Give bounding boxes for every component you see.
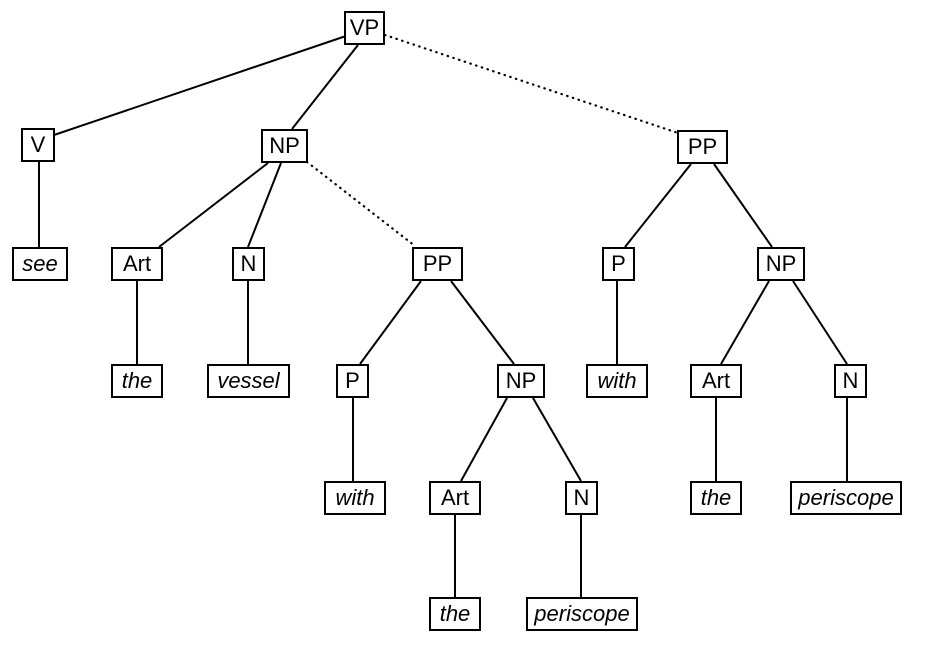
tree-node-the1: the <box>111 364 163 398</box>
tree-edge-pp_mid-to-np_mid <box>450 280 515 365</box>
tree-node-see: see <box>12 247 68 281</box>
tree-node-art_m: Art <box>429 481 481 515</box>
tree-edge-np_right-to-art_r <box>720 280 770 365</box>
tree-node-n1: N <box>232 247 265 281</box>
tree-edge-pp_right-to-np_right <box>713 163 773 248</box>
tree-edge-np1-to-art1 <box>158 162 269 248</box>
tree-edge-vp-to-v <box>53 35 347 136</box>
tree-node-n_r: N <box>834 364 867 398</box>
tree-edge-pp_right-to-p_right <box>624 163 692 248</box>
tree-node-the_r: the <box>690 481 742 515</box>
tree-node-pp_mid: PP <box>412 247 463 281</box>
tree-edge-pp_mid-to-p_mid <box>359 280 422 365</box>
tree-node-p_mid: P <box>336 364 369 398</box>
tree-node-pp_right: PP <box>677 130 728 164</box>
tree-node-p_right: P <box>602 247 635 281</box>
tree-edge-vp-to-np1 <box>291 44 359 130</box>
tree-node-n_m: N <box>565 481 598 515</box>
tree-node-v: V <box>21 128 55 162</box>
tree-edge-np1-to-pp_mid <box>305 160 417 248</box>
tree-edge-np1-to-n1 <box>247 162 282 248</box>
tree-edge-np_mid-to-art_m <box>460 397 508 482</box>
tree-node-peri_r: periscope <box>790 481 902 515</box>
tree-edge-vp-to-pp_right <box>383 33 680 135</box>
tree-node-with_m: with <box>324 481 386 515</box>
tree-node-peri_m: periscope <box>526 597 638 631</box>
tree-node-the_m: the <box>429 597 481 631</box>
tree-node-np_mid: NP <box>497 364 545 398</box>
tree-node-vessel: vessel <box>207 364 290 398</box>
tree-node-np_right: NP <box>757 247 805 281</box>
tree-edge-np_mid-to-n_m <box>532 397 582 482</box>
tree-node-np1: NP <box>261 129 308 163</box>
tree-node-art1: Art <box>111 247 163 281</box>
tree-edge-np_right-to-n_r <box>792 280 848 365</box>
tree-node-vp: VP <box>344 11 385 45</box>
tree-node-art_r: Art <box>690 364 742 398</box>
tree-node-with_r: with <box>586 364 648 398</box>
